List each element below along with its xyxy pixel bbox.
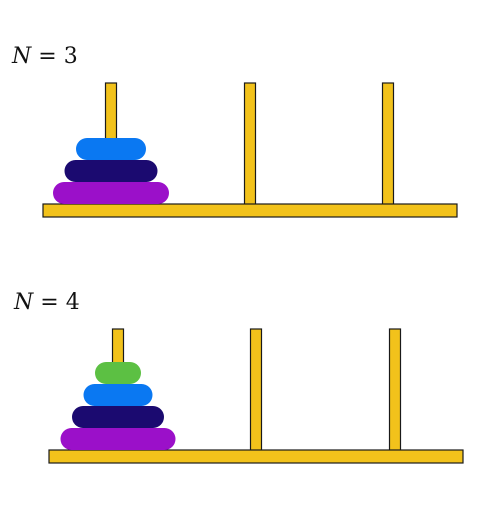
tower-of-hanoi-n4: N=4: [0, 286, 502, 516]
disk-size-3[interactable]: [53, 182, 169, 204]
peg-3: [388, 328, 402, 452]
disk-size-2[interactable]: [64, 160, 158, 182]
peg-2: [249, 328, 263, 452]
label-variable: N: [12, 44, 32, 69]
base-board: [42, 203, 458, 218]
peg-3: [381, 82, 395, 206]
label-value: 4: [65, 290, 80, 315]
label-operator: =: [38, 44, 57, 69]
base-board: [48, 449, 464, 464]
label-variable: N: [14, 290, 34, 315]
tower-of-hanoi-n3: N=3: [0, 40, 502, 270]
disk-size-2[interactable]: [83, 384, 153, 406]
n-equals-label: N=4: [14, 290, 80, 315]
tower-diagram: [48, 328, 464, 464]
tower-diagram: [42, 82, 458, 218]
disk-size-1[interactable]: [76, 138, 146, 160]
disk-size-4[interactable]: [60, 428, 176, 450]
disk-size-1[interactable]: [95, 362, 141, 384]
n-equals-label: N=3: [12, 44, 78, 69]
disk-size-3[interactable]: [72, 406, 164, 428]
peg-2: [243, 82, 257, 206]
label-operator: =: [40, 290, 59, 315]
label-value: 3: [63, 44, 78, 69]
